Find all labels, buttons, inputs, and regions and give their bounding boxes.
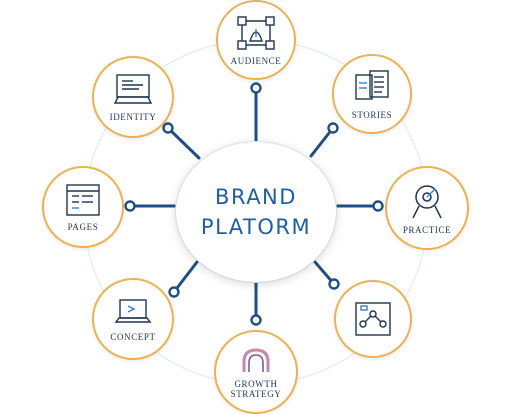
laptop-icon [114, 298, 152, 323]
hub-title-line-2: PLATORM [200, 215, 312, 239]
node-structure[interactable] [334, 280, 412, 358]
node-identity[interactable]: IDENTITY [92, 56, 174, 138]
hub-title-line-1: BRAND [215, 185, 297, 209]
node-audience-label: AUDIENCE [230, 55, 282, 66]
document-icon [355, 69, 389, 100]
connector-concept [172, 260, 199, 294]
connector-structure-dot [328, 278, 340, 290]
node-growth-label-line-2: STRATEGY [230, 388, 282, 399]
connector-growth-dot [250, 314, 262, 326]
browser-icon [66, 183, 100, 216]
central-hub: BRAND PLATORM [176, 142, 336, 282]
growth-icon [242, 347, 270, 372]
connector-audience-dot [250, 82, 262, 94]
target-icon [412, 184, 442, 218]
connector-identity-dot [162, 122, 174, 134]
node-audience[interactable]: AUDIENCE [216, 0, 296, 80]
node-pages[interactable]: PAGES [42, 166, 124, 248]
node-identity-label: IDENTITY [109, 111, 157, 122]
node-growth-label-line-1: GROWTH [234, 378, 278, 389]
node-concept-label: CONCEPT [110, 331, 156, 342]
node-practice[interactable]: PRACTICE [385, 166, 469, 250]
node-concept[interactable]: CONCEPT [92, 278, 174, 360]
connectors [124, 82, 384, 326]
node-stories[interactable]: STORIES [332, 54, 412, 134]
network-icon [237, 15, 275, 50]
connector-pages-dot [124, 200, 136, 212]
monitor-icon [113, 73, 153, 104]
node-pages-label: PAGES [67, 221, 99, 232]
connector-identity [166, 126, 201, 160]
process-icon [355, 302, 391, 336]
diagram-canvas [83, 39, 429, 385]
node-growth[interactable]: GROWTH STRATEGY [214, 330, 298, 414]
node-practice-label: PRACTICE [402, 224, 452, 235]
connector-stories-dot [327, 122, 339, 134]
node-stories-label: STORIES [351, 109, 393, 120]
connector-practice-dot [372, 200, 384, 212]
connector-stories [309, 126, 335, 158]
connector-concept-dot [168, 286, 180, 298]
